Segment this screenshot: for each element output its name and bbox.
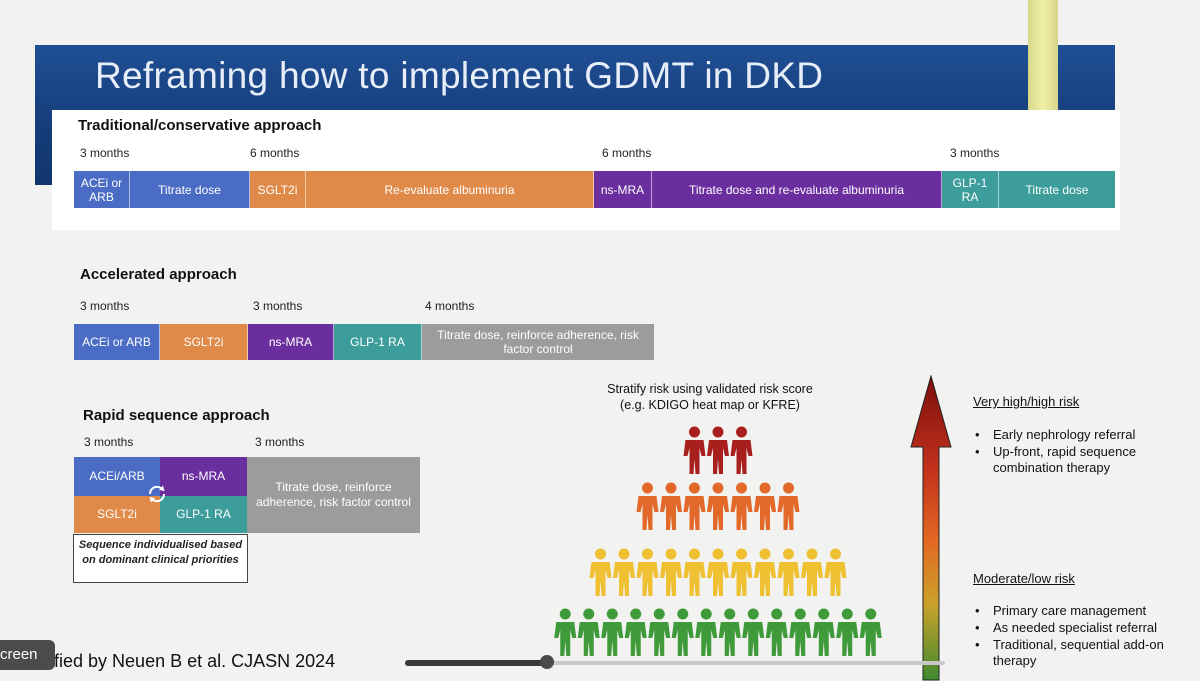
person-icon [707, 548, 729, 596]
list-item: Early nephrology referral [973, 427, 1193, 443]
person-icon [636, 482, 659, 530]
person-icon [577, 608, 600, 656]
duration-label: 6 months [602, 146, 652, 160]
person-icon [718, 608, 741, 656]
person-icon [707, 426, 729, 474]
duration-label: 3 months [253, 299, 303, 313]
high-risk-heading: Very high/high risk [973, 394, 1080, 409]
slide-title: Reframing how to implement GDMT in DKD [95, 55, 824, 96]
timeline-segment: Titrate dose, reinforce adherence, risk … [422, 324, 654, 360]
rapid-cell-acei-arb: ACEi/ARB [74, 457, 160, 496]
person-icon [660, 548, 682, 596]
person-icon [730, 426, 753, 474]
list-item: Up-front, rapid sequence combination the… [973, 444, 1193, 476]
person-icon [624, 608, 647, 656]
duration-label: 3 months [84, 435, 134, 449]
person-icon [824, 548, 847, 596]
duration-label: 3 months [950, 146, 1000, 160]
person-icon [683, 482, 706, 530]
accelerated-heading: Accelerated approach [80, 266, 237, 283]
sequence-note: Sequence individualised based on dominan… [73, 534, 248, 583]
person-icon [636, 548, 659, 596]
person-icon [859, 608, 882, 656]
timeline-segment: ns-MRA [594, 171, 652, 208]
person-icon [554, 608, 577, 656]
person-icon [589, 548, 612, 596]
rapid-heading: Rapid sequence approach [83, 407, 270, 424]
timeline-segment: SGLT2i [250, 171, 306, 208]
timeline-segment: SGLT2i [160, 324, 248, 360]
person-icon [754, 548, 776, 596]
decorative-gold-bar [1028, 0, 1058, 110]
timeline-segment: Re-evaluate albuminuria [306, 171, 594, 208]
video-progress-fill [405, 660, 545, 666]
cycle-icon [148, 485, 166, 503]
duration-label: 3 months [80, 146, 130, 160]
stratify-line-2: (e.g. KDIGO heat map or KFRE) [620, 398, 800, 412]
traditional-heading: Traditional/conservative approach [78, 117, 322, 134]
accelerated-timeline: ACEi or ARB SGLT2i ns-MRA GLP-1 RA Titra… [74, 324, 654, 360]
person-icon [648, 608, 671, 656]
risk-gradient-arrow-icon [910, 375, 952, 681]
source-caption: Modified by Neuen B et al. CJASN 2024 [15, 651, 336, 671]
person-icon [660, 482, 682, 530]
timeline-segment: Titrate dose and re-evaluate albuminuria [652, 171, 942, 208]
person-icon [801, 548, 823, 596]
traditional-timeline: ACEi or ARB Titrate dose SGLT2i Re-evalu… [74, 171, 1115, 208]
timeline-segment: Titrate dose [999, 171, 1115, 208]
person-icon [730, 548, 753, 596]
person-icon [836, 608, 859, 656]
video-progress-track[interactable] [405, 661, 945, 665]
list-item: Traditional, sequential add-on therapy [973, 637, 1193, 669]
person-icon [683, 548, 706, 596]
person-icon [812, 608, 835, 656]
person-icon [601, 608, 624, 656]
person-icon [707, 482, 729, 530]
risk-pyramid [554, 426, 882, 656]
duration-label: 4 months [425, 299, 475, 313]
rapid-cell-sglt2i: SGLT2i [74, 496, 160, 533]
person-icon [777, 482, 800, 530]
person-icon [754, 482, 776, 530]
person-icon [683, 426, 706, 474]
person-icon [777, 548, 800, 596]
timeline-segment: ns-MRA [248, 324, 334, 360]
video-progress-handle[interactable] [540, 655, 554, 669]
person-icon [671, 608, 694, 656]
person-icon [730, 482, 753, 530]
rapid-titrate-box: Titrate dose, reinforce adherence, risk … [247, 457, 420, 533]
person-icon [765, 608, 788, 656]
person-icon [789, 608, 812, 656]
low-risk-list: Primary care management As needed specia… [973, 603, 1193, 670]
list-item: Primary care management [973, 603, 1193, 619]
list-item: As needed specialist referral [973, 620, 1193, 636]
duration-label: 6 months [250, 146, 300, 160]
traditional-panel [52, 110, 1120, 230]
high-risk-list: Early nephrology referral Up-front, rapi… [973, 427, 1193, 477]
screen-share-tab[interactable]: creen [0, 640, 55, 670]
stratify-line-1: Stratify risk using validated risk score [607, 382, 813, 396]
person-icon [695, 608, 718, 656]
timeline-segment: ACEi or ARB [74, 324, 160, 360]
person-icon [742, 608, 765, 656]
low-risk-heading: Moderate/low risk [973, 571, 1075, 586]
rapid-cell-ns-mra: ns-MRA [160, 457, 247, 496]
duration-label: 3 months [80, 299, 130, 313]
duration-label: 3 months [255, 435, 305, 449]
person-icon [613, 548, 635, 596]
screen-tab-label: creen [0, 646, 38, 663]
stratify-text: Stratify risk using validated risk score… [560, 381, 860, 413]
rapid-cell-glp1-ra: GLP-1 RA [160, 496, 247, 533]
timeline-segment: GLP-1 RA [942, 171, 999, 208]
timeline-segment: ACEi or ARB [74, 171, 130, 208]
timeline-segment: GLP-1 RA [334, 324, 422, 360]
timeline-segment: Titrate dose [130, 171, 250, 208]
